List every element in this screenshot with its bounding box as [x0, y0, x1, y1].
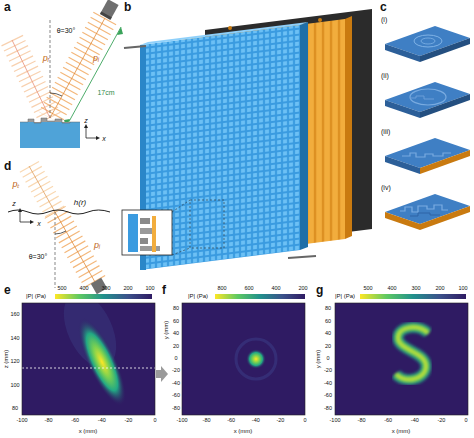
tick-label: -60 — [384, 418, 392, 424]
colorbar-title: |P| (Pa) — [26, 293, 46, 299]
colorbar-tick: 500 — [363, 286, 372, 292]
colorbar-tick: 100 — [458, 286, 467, 292]
panel-letter: d — [4, 160, 11, 172]
tick-label: -100 — [176, 418, 187, 424]
tick-label: -60 — [71, 418, 79, 424]
colorbar-tick: 100 — [145, 286, 154, 292]
tick-label: -20 — [276, 418, 284, 424]
sub-panel-label: (ii) — [381, 72, 389, 79]
tick-label: 160 — [10, 312, 19, 318]
tick-label: -20 — [324, 368, 332, 374]
tick-label: -40 — [172, 381, 180, 387]
colorbar-tick: 800 — [217, 286, 226, 292]
tick-label: 100 — [10, 383, 19, 389]
tick-label: 0 — [303, 418, 306, 424]
tick-label: -40 — [252, 418, 260, 424]
tick-label: 0 — [153, 418, 156, 424]
tick-label: 60 — [325, 319, 331, 325]
tick-label: 80 — [173, 306, 179, 312]
panel-letter: b — [124, 1, 131, 13]
tick-label: -80 — [358, 418, 366, 424]
tick-label: -100 — [16, 418, 27, 424]
tick-label: -80 — [203, 418, 211, 424]
colorbar-tick: 600 — [244, 286, 253, 292]
tick-label: 140 — [10, 336, 19, 342]
tick-label: 120 — [10, 359, 19, 365]
tick-label: 80 — [12, 406, 18, 412]
tick-label: -20 — [437, 418, 445, 424]
tick-label: -100 — [329, 418, 340, 424]
colorbar-title: |P| (Pa) — [188, 293, 208, 299]
wave-label: pᵢ — [93, 54, 99, 63]
sub-panel-label: (iii) — [381, 128, 390, 135]
wave-label: pᵣ — [43, 54, 50, 63]
tick-label: -60 — [227, 418, 235, 424]
axis-name: x — [37, 220, 41, 227]
tick-label: -80 — [45, 418, 53, 424]
colorbar-tick: 400 — [79, 286, 88, 292]
tick-label: -40 — [98, 418, 106, 424]
tick-label: -80 — [324, 406, 332, 412]
tick-label: 0 — [464, 418, 467, 424]
sub-panel-label: (iv) — [381, 184, 391, 191]
colorbar-tick: 500 — [57, 286, 66, 292]
panel-letter: e — [4, 284, 11, 296]
tick-label: -60 — [324, 393, 332, 399]
axis-title: y (mm) — [163, 321, 169, 340]
tick-label: 40 — [325, 331, 331, 337]
axis-title: x (mm) — [392, 428, 411, 434]
colorbar-tick: 300 — [411, 286, 420, 292]
tick-label: 80 — [325, 306, 331, 312]
tick-label: -20 — [124, 418, 132, 424]
colorbar-tick: 400 — [387, 286, 396, 292]
wave-label: pᵢ — [94, 241, 100, 250]
tick-label: 60 — [173, 319, 179, 325]
axis-title: z (mm) — [3, 350, 9, 369]
wave-label: pₜ — [12, 180, 19, 189]
axis-title: x (mm) — [79, 428, 98, 434]
angle-label: θ=30° — [29, 253, 48, 260]
panel-letter: a — [4, 1, 11, 13]
panel-letter: f — [162, 284, 166, 296]
tick-label: 40 — [173, 331, 179, 337]
tick-label: -40 — [411, 418, 419, 424]
colorbar-tick: 400 — [271, 286, 280, 292]
axis-name: z — [84, 117, 88, 124]
sub-panel-label: (i) — [381, 16, 387, 23]
tick-label: -60 — [172, 393, 180, 399]
colorbar-tick: 200 — [298, 286, 307, 292]
colorbar-tick: 200 — [435, 286, 444, 292]
colorbar-title: |P| (Pa) — [335, 293, 355, 299]
tick-label: 20 — [325, 344, 331, 350]
tick-label: 0 — [326, 356, 329, 362]
tick-label: -40 — [324, 381, 332, 387]
tick-label: -20 — [172, 368, 180, 374]
panel-letter: c — [380, 1, 387, 13]
axis-name: x — [102, 135, 106, 142]
tick-label: 0 — [174, 356, 177, 362]
distance-label: 17cm — [97, 89, 114, 96]
tick-label: 20 — [173, 344, 179, 350]
angle-label: θ=30° — [57, 27, 76, 34]
panel-letter: g — [316, 284, 323, 296]
axis-title: y (mm) — [315, 350, 321, 369]
axis-title: x (mm) — [234, 428, 253, 434]
colorbar-tick: 200 — [123, 286, 132, 292]
surface-label: h(r) — [74, 199, 86, 207]
colorbar-tick: 300 — [101, 286, 110, 292]
axis-name: z — [12, 200, 16, 207]
tick-label: -80 — [172, 406, 180, 412]
